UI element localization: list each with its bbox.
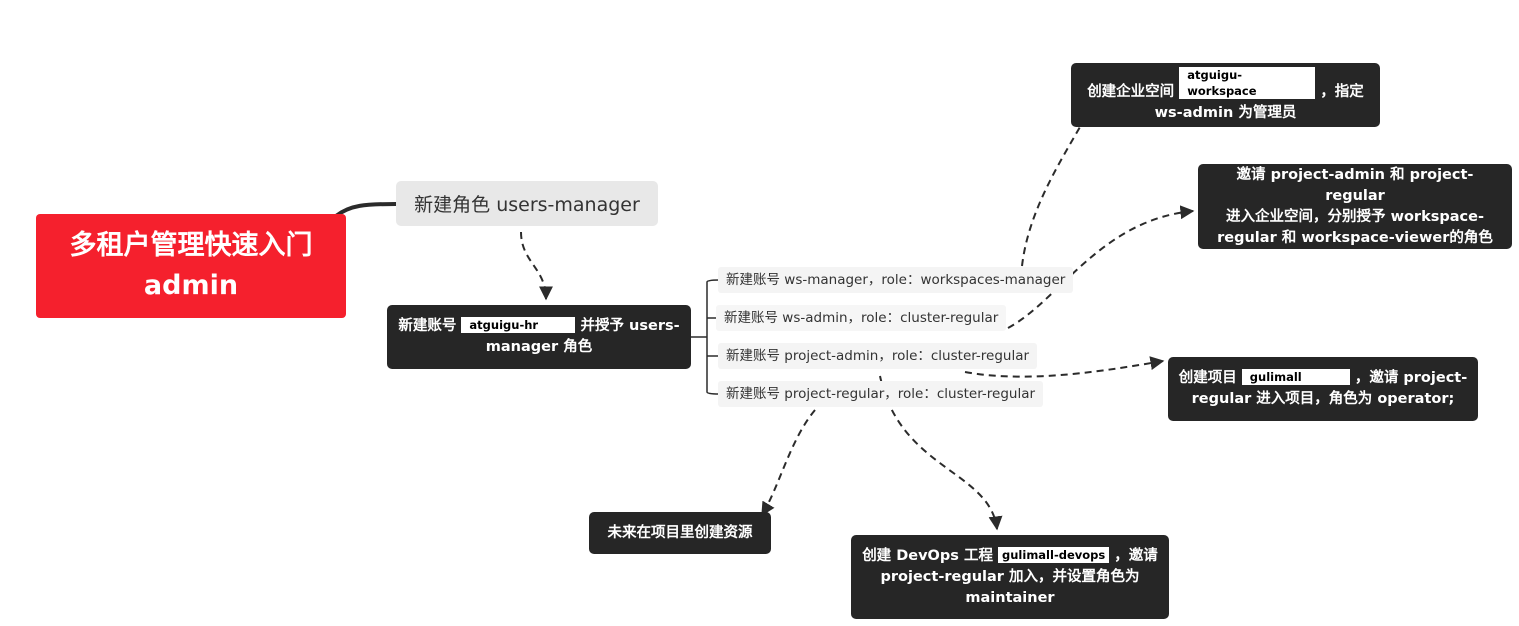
root-title: 多租户管理快速入门	[69, 230, 313, 261]
account-node-suffix: 并授予 users-	[580, 318, 680, 334]
role-to-account-arrow	[520, 231, 553, 301]
sub-account-project-regular[interactable]: 新建账号 project-regular，role：cluster-regula…	[718, 381, 1044, 407]
sub-account-label: 新建账号 project-admin，role：cluster-regular	[726, 348, 1030, 364]
devops-node-line2: project-regular 加入，并设置角色为	[880, 568, 1140, 585]
project-node-line2: regular 进入项目，角色为 operator;	[1191, 391, 1455, 407]
sub-account-label: 新建账号 ws-manager，role：workspaces-manager	[726, 272, 1066, 288]
devops-node-line3: maintainer	[965, 589, 1055, 606]
project-name-tag: gulimall	[1241, 369, 1350, 385]
future-node[interactable]: 未来在项目里创建资源	[589, 512, 771, 554]
account-node[interactable]: 新建账号 atguigu-hr 并授予 users- manager 角色	[387, 305, 691, 369]
devops-node[interactable]: 创建 DevOps 工程 gulimall-devops ，邀请 project…	[851, 535, 1169, 619]
sub-account-ws-admin[interactable]: 新建账号 ws-admin，role：cluster-regular	[716, 305, 1007, 331]
devops-node-prefix: 创建 DevOps 工程	[862, 547, 993, 564]
project-node-suffix: ，邀请 project-	[1354, 370, 1468, 386]
wsadmin-to-invite-arrow	[1007, 205, 1195, 329]
workspace-node-line2: ws-admin 为管理员	[1154, 104, 1297, 121]
project-node[interactable]: 创建项目 gulimall ，邀请 project- regular 进入项目，…	[1168, 357, 1478, 421]
workspace-node[interactable]: 创建企业空间 atguigu-workspace ，指定 ws-admin 为管…	[1071, 63, 1380, 127]
invite-node-line2: 进入企业空间，分别授予 workspace-	[1226, 208, 1484, 225]
devops-name-tag: gulimall-devops	[998, 546, 1110, 563]
account-node-line2: manager 角色	[485, 339, 593, 355]
sub-account-label: 新建账号 ws-admin，role：cluster-regular	[724, 310, 999, 326]
future-node-label: 未来在项目里创建资源	[607, 524, 753, 541]
root-subtitle: admin	[143, 270, 239, 301]
devops-node-suffix: ，邀请	[1114, 547, 1158, 564]
sub-account-ws-manager[interactable]: 新建账号 ws-manager，role：workspaces-manager	[718, 267, 1074, 293]
account-name-tag: atguigu-hr	[461, 317, 576, 333]
wsmanager-to-workspace-arrow	[1021, 126, 1081, 267]
invite-node-line3: regular 和 workspace-viewer的角色	[1217, 229, 1493, 246]
root-to-role-connector	[334, 202, 397, 218]
account-branch-connector	[691, 279, 720, 395]
invite-node-line1: 邀请 project-admin 和 project-regular	[1236, 166, 1474, 204]
invite-node[interactable]: 邀请 project-admin 和 project-regular 进入企业空…	[1198, 164, 1512, 249]
projectregular-to-future-arrow	[761, 409, 816, 517]
sub-account-project-admin[interactable]: 新建账号 project-admin，role：cluster-regular	[718, 343, 1038, 369]
role-node[interactable]: 新建角色 users-manager	[396, 181, 658, 226]
projectadmin-to-project-arrow	[964, 356, 1165, 378]
workspace-node-suffix: ，指定	[1320, 83, 1364, 100]
workspace-node-prefix: 创建企业空间	[1087, 83, 1175, 100]
root-topic[interactable]: 多租户管理快速入门 admin	[36, 214, 346, 318]
sub-account-label: 新建账号 project-regular，role：cluster-regula…	[726, 386, 1036, 402]
role-node-label: 新建角色 users-manager	[414, 194, 640, 216]
account-node-prefix: 新建账号	[398, 318, 457, 334]
projectadmin-to-devops-arrow	[879, 375, 1003, 531]
project-node-prefix: 创建项目	[1178, 370, 1237, 386]
workspace-name-tag: atguigu-workspace	[1179, 66, 1316, 99]
